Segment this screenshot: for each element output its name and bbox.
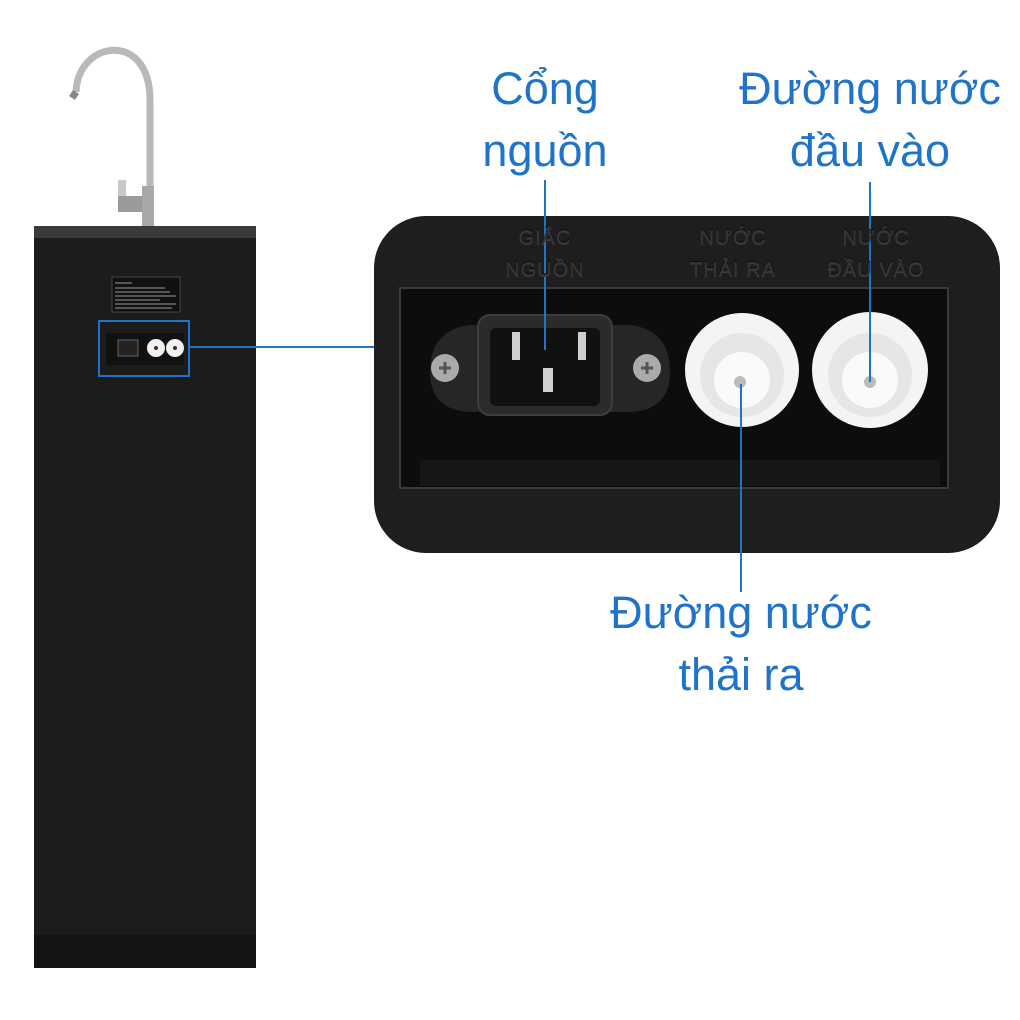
emboss-line: GIẮC [518,227,572,249]
purifier-base [34,935,256,968]
callout-line: Đường nước [610,587,872,638]
callout-line: thải ra [678,649,804,700]
callout-line: nguồn [482,125,608,176]
callout-power-port: Cổng nguồn [482,58,607,182]
emboss-line: THẢI RA [690,259,776,281]
callout-waste-outlet: Đường nước thải ra [610,582,872,706]
embossed-label-waste: NƯỚC THẢI RA [690,222,776,286]
emboss-line: NGUỒN [505,259,585,281]
emboss-line: ĐẦU VÀO [827,259,925,281]
emboss-line: NƯỚC [699,227,767,249]
callout-line: đầu vào [789,125,951,176]
embossed-label-inlet: NƯỚC ĐẦU VÀO [827,222,924,286]
power-socket-icon [430,314,670,416]
faucet-icon [69,46,154,226]
embossed-label-power: GIẮC NGUỒN [505,222,584,286]
waste-water-fitting-icon [685,313,799,427]
highlight-box [98,320,190,377]
callout-water-inlet: Đường nước đầu vào [739,58,1001,182]
purifier-top [34,226,256,238]
mini-port-panel [106,333,184,365]
callout-line: Đường nước [739,63,1001,114]
callout-line: Cổng [491,63,599,114]
emboss-line: NƯỚC [842,227,910,249]
rating-label [111,276,181,313]
